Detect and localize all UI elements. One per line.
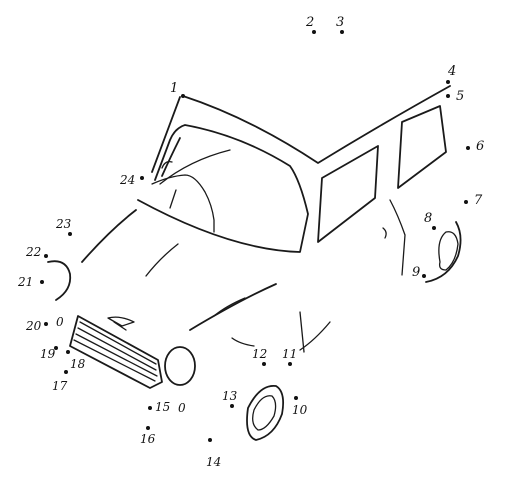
emblem (107, 316, 135, 331)
label-5: 5 (456, 89, 464, 104)
dot-labels: 1 2 3 4 5 6 7 8 9 10 11 12 13 14 15 16 1… (17, 15, 484, 469)
dot-21[interactable] (40, 280, 44, 284)
label-13: 13 (222, 389, 238, 403)
label-8: 8 (424, 211, 432, 226)
label-15: 15 (155, 400, 170, 414)
side-window-rear (397, 105, 447, 189)
dot-12[interactable] (262, 362, 266, 366)
door-line (389, 199, 406, 276)
label-3: 3 (336, 15, 344, 30)
dot-1[interactable] (181, 94, 185, 98)
body-edge (299, 311, 305, 353)
label-0-left: 0 (56, 315, 64, 329)
front-wheel (246, 385, 285, 441)
label-10: 10 (292, 403, 308, 417)
dot-11[interactable] (288, 362, 292, 366)
label-21: 21 (17, 275, 33, 289)
wiper (151, 174, 215, 233)
dot-23[interactable] (68, 232, 72, 236)
label-7: 7 (474, 193, 483, 208)
dot-17[interactable] (64, 370, 68, 374)
hood-right-edge (189, 283, 277, 331)
dots (40, 30, 470, 442)
label-1: 1 (170, 81, 178, 96)
dot-18[interactable] (66, 350, 70, 354)
dot-16[interactable] (146, 426, 150, 430)
a-pillar (161, 137, 181, 177)
headlight-left (47, 260, 72, 301)
label-9: 9 (412, 265, 420, 280)
dot-8[interactable] (432, 226, 436, 230)
dot-14[interactable] (208, 438, 212, 442)
dot-5[interactable] (446, 94, 450, 98)
label-0-bottom: 0 (178, 401, 186, 415)
label-19: 19 (40, 347, 56, 361)
fender-line (231, 337, 255, 347)
side-window-front (317, 145, 379, 243)
label-18: 18 (70, 357, 86, 371)
label-11: 11 (282, 347, 297, 361)
dot-13[interactable] (230, 404, 234, 408)
hood-crease (145, 243, 179, 277)
label-12: 12 (252, 347, 267, 361)
car-drawing (47, 85, 462, 441)
label-16: 16 (140, 432, 156, 446)
rear-wheel (425, 221, 462, 283)
door-handle (382, 227, 387, 239)
hood-left-edge (81, 209, 137, 263)
dot-24[interactable] (140, 176, 144, 180)
dot-9[interactable] (422, 274, 426, 278)
grille (69, 315, 163, 389)
label-20: 20 (25, 319, 42, 333)
dot-4[interactable] (446, 80, 450, 84)
dot-15[interactable] (148, 406, 152, 410)
label-4: 4 (447, 64, 456, 79)
roof-line (182, 85, 451, 164)
wiper-arm (159, 149, 231, 185)
label-6: 6 (476, 139, 484, 154)
windshield-frame (137, 96, 309, 253)
label-17: 17 (52, 379, 68, 393)
dot-20[interactable] (44, 322, 48, 326)
label-24: 24 (119, 173, 135, 187)
headlight-right (164, 346, 196, 386)
dot-7[interactable] (464, 200, 468, 204)
label-22: 22 (25, 245, 41, 259)
label-23: 23 (55, 217, 72, 231)
dot-19[interactable] (54, 346, 58, 350)
dot-3[interactable] (340, 30, 344, 34)
sill-line (299, 321, 331, 351)
label-2: 2 (305, 15, 314, 30)
dot-10[interactable] (294, 396, 298, 400)
dot-2[interactable] (312, 30, 316, 34)
label-14: 14 (206, 455, 221, 469)
hood-seam (213, 297, 246, 317)
dot-22[interactable] (44, 254, 48, 258)
dot-6[interactable] (466, 146, 470, 150)
